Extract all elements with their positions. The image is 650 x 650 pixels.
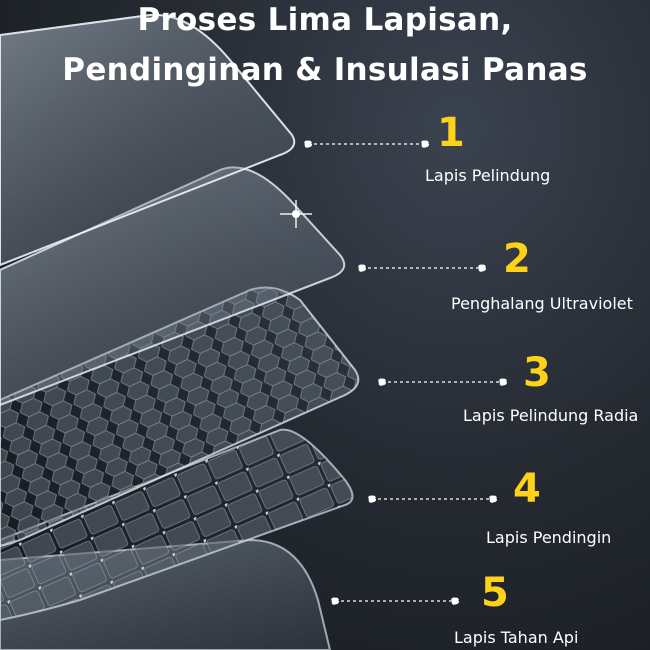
layer-4-sheet <box>0 428 354 622</box>
layer-1-label: Lapis Pelindung <box>425 166 551 185</box>
leader-lines <box>303 139 508 606</box>
layer-5-label: Lapis Tahan Api <box>454 628 579 647</box>
layer-4-label: Lapis Pendingin <box>486 528 612 547</box>
layer-1-sheet <box>0 13 296 267</box>
layer-2-number: 2 <box>503 236 531 282</box>
layer-4-number: 4 <box>513 466 541 512</box>
sparkle-highlight <box>280 200 312 228</box>
title-line-1: Proses Lima Lapisan, <box>137 2 513 38</box>
layer-3-number: 3 <box>523 350 551 396</box>
layer-1-number: 1 <box>437 110 465 156</box>
layer-2-label: Penghalang Ultraviolet <box>451 294 633 313</box>
layer-5-number: 5 <box>481 570 509 616</box>
title-line-2: Pendinginan & Insulasi Panas <box>62 52 588 88</box>
layer-3-label: Lapis Pelindung Radia <box>463 406 639 425</box>
